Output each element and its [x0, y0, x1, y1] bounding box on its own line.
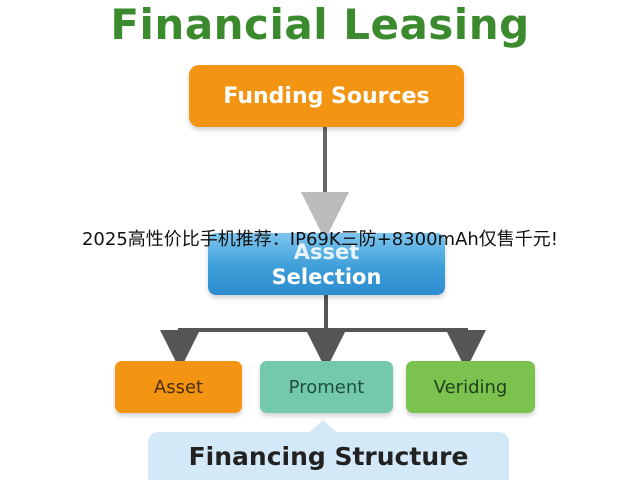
funding-sources-label: Funding Sources [223, 83, 430, 109]
asset-selection-label-line2: Selection [271, 265, 382, 289]
overlay-ad-text: 2025高性价比手机推荐：IP69K三防+8300mAh仅售千元! [81, 229, 559, 250]
diagram-title: Financial Leasing [110, 0, 530, 49]
veriding-box: Veriding [406, 361, 535, 413]
financing-structure-banner: Financing Structure [148, 432, 509, 480]
asset-box: Asset [115, 361, 242, 413]
funding-sources-box: Funding Sources [189, 65, 464, 127]
asset-selection-label-line1: Asset [293, 240, 360, 264]
proment-box: Proment [260, 361, 393, 413]
financing-structure-label: Financing Structure [188, 441, 469, 471]
asset-label: Asset [153, 376, 204, 398]
veriding-label: Veriding [433, 376, 508, 398]
asset-selection-box: Asset Selection [208, 233, 445, 295]
proment-label: Proment [288, 376, 365, 398]
